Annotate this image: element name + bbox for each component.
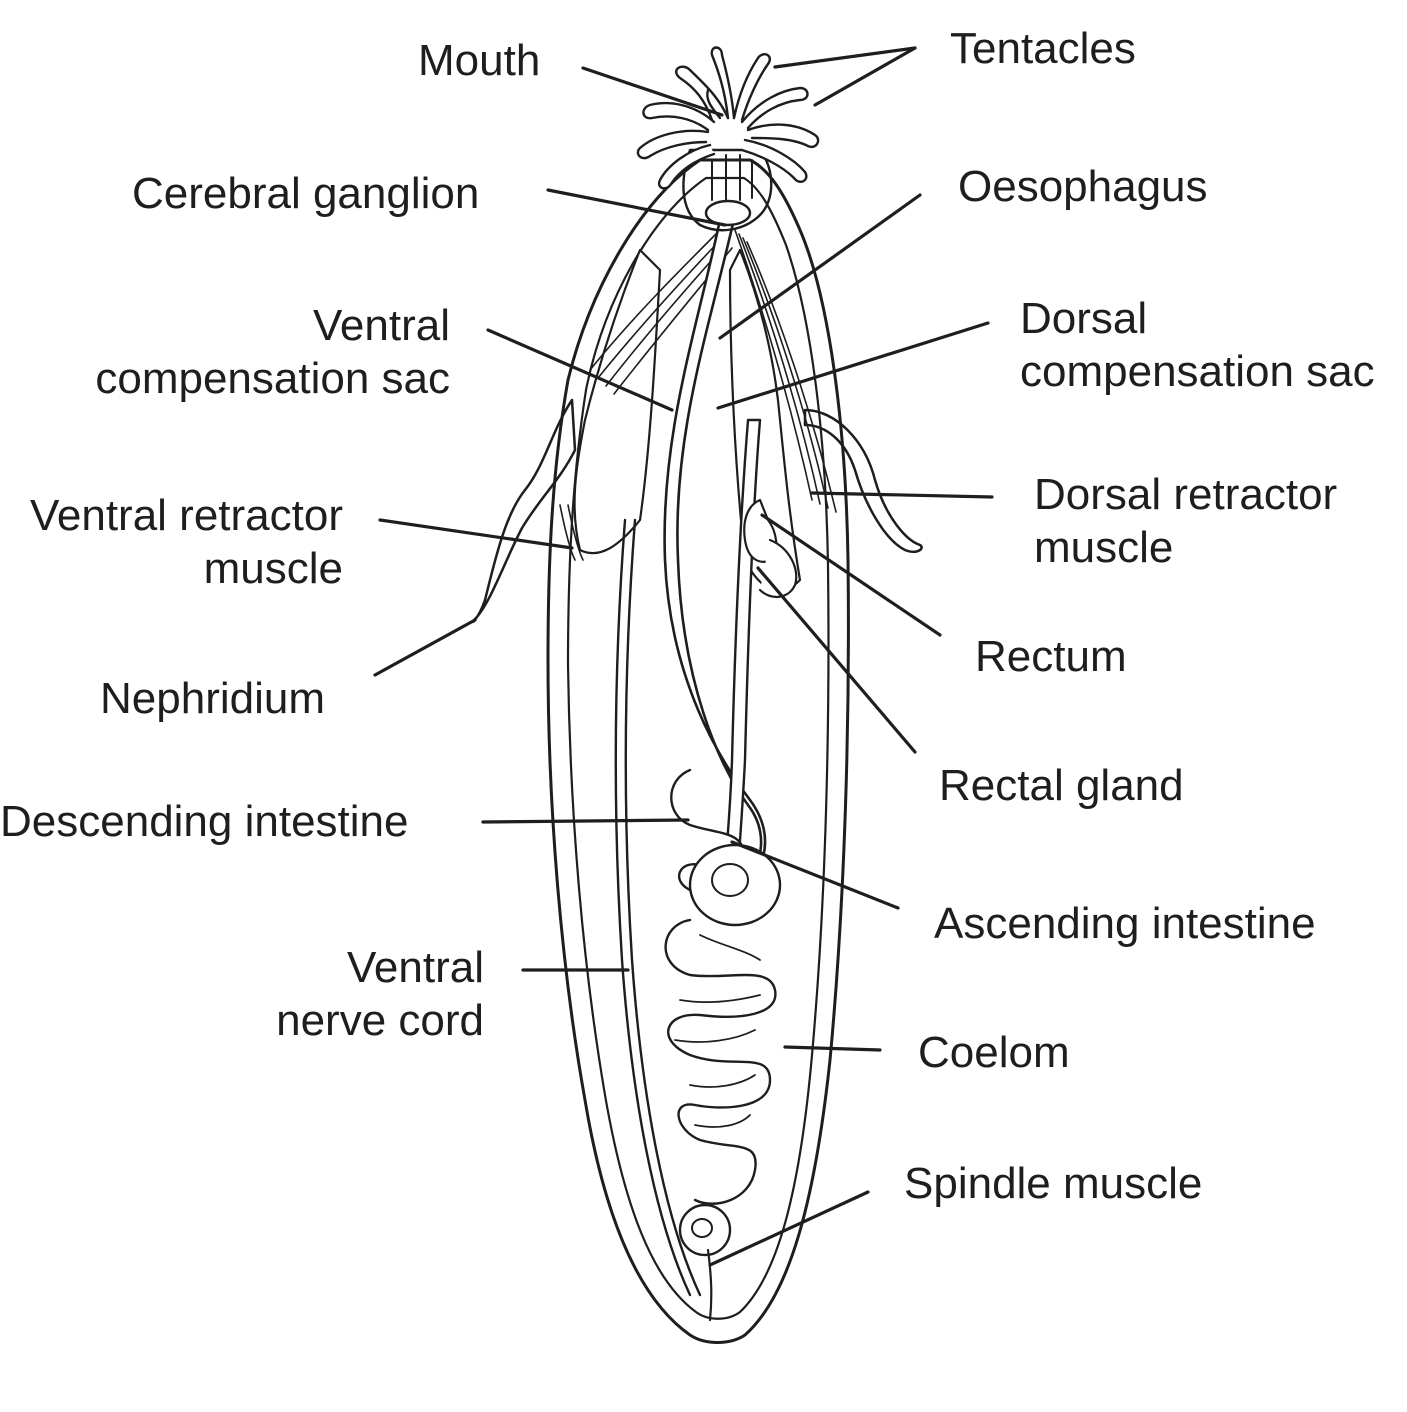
leader-ventral-compensation-sac	[486, 328, 674, 412]
label-rectal-gland: Rectal gland	[939, 761, 1184, 810]
leader-coelom	[783, 1045, 882, 1052]
label-tentacles: Tentacles	[950, 24, 1136, 73]
spindle-muscle-line	[706, 1248, 713, 1322]
leader-descending-intestine	[481, 818, 690, 824]
rectum-shape	[743, 498, 778, 563]
intestinal-coils	[664, 768, 782, 1257]
ventral-nerve-cord-line-inner	[624, 518, 702, 1297]
leader-cerebral-ganglion	[546, 188, 727, 227]
label-oesophagus: Oesophagus	[958, 162, 1208, 211]
label-descending-intestine: Descending intestine	[0, 797, 409, 846]
label-mouth: Mouth	[418, 36, 541, 85]
label-coelom: Coelom	[918, 1028, 1070, 1077]
label-ascending-intestine: Ascending intestine	[934, 899, 1316, 948]
label-cerebral-ganglion: Cerebral ganglion	[132, 169, 480, 218]
label-ventral-compensation-sac: Ventral compensation sac	[95, 301, 450, 403]
leader-ventral-retractor-muscle	[378, 518, 574, 550]
leader-tentacles-upper	[773, 46, 917, 69]
leader-ascending-intestine	[730, 840, 900, 910]
leader-mouth	[581, 66, 724, 117]
label-ventral-retractor-muscle: Ventral retractor muscle	[29, 491, 343, 593]
label-rectum: Rectum	[975, 632, 1127, 681]
label-nephridium: Nephridium	[100, 674, 325, 723]
label-spindle-muscle: Spindle muscle	[904, 1159, 1203, 1208]
leader-oesophagus	[718, 193, 922, 340]
leader-nephridium	[373, 618, 477, 677]
leader-dorsal-compensation-sac	[716, 321, 990, 410]
leader-dorsal-retractor-muscle	[810, 491, 994, 499]
head-region	[682, 148, 773, 232]
leader-tentacles-lower	[813, 46, 917, 107]
tentacle-crown	[636, 46, 820, 190]
ventral-nerve-cord-line	[614, 518, 692, 1297]
label-dorsal-retractor-muscle: Dorsal retractor muscle	[1034, 470, 1338, 572]
label-ventral-nerve-cord: Ventral nerve cord	[276, 943, 484, 1045]
cerebral-ganglion-shape	[704, 199, 752, 227]
dorsal-appendage	[803, 408, 923, 553]
leader-spindle-muscle	[708, 1190, 870, 1267]
leader-rectum	[760, 513, 942, 637]
leader-rectal-gland	[756, 566, 917, 754]
label-dorsal-compensation-sac: Dorsal compensation sac	[1020, 294, 1375, 396]
